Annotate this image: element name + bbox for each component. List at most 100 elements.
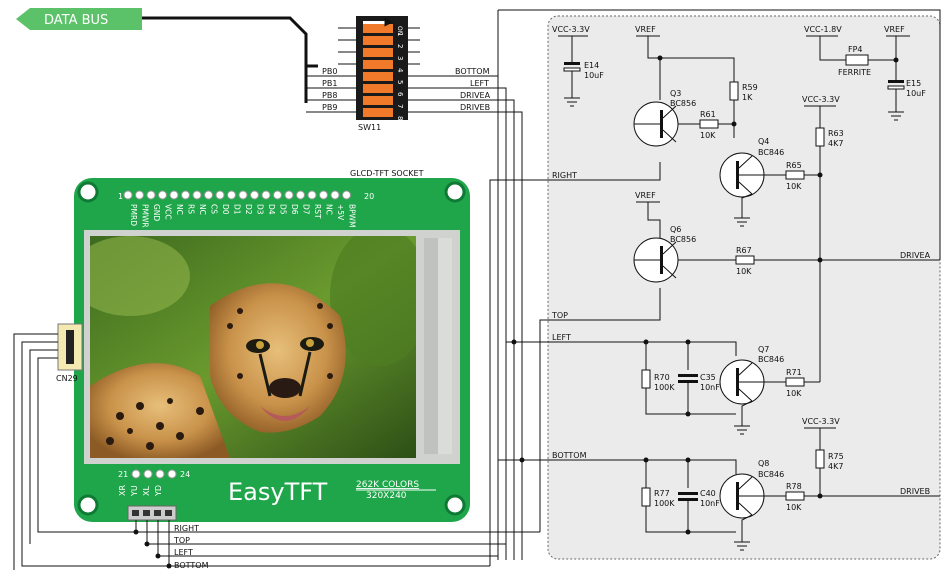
q7-ground <box>734 425 750 435</box>
r67-label: R67 <box>736 246 752 255</box>
pin-pb9: PB9 <box>322 103 337 112</box>
r67-value: 10K <box>736 267 752 276</box>
q4-label: Q4 <box>758 137 769 146</box>
switch-lever-8[interactable] <box>363 108 393 117</box>
r71-value: 10K <box>786 389 802 398</box>
switch-num-5: 5 <box>396 80 404 84</box>
touch-pin-xr: XR <box>118 485 127 496</box>
switch-num-3: 3 <box>396 56 404 60</box>
q3-value: BC856 <box>670 99 696 108</box>
e15-ground <box>888 111 904 121</box>
socket-pin-name-4: VCC <box>164 204 173 220</box>
socket-pin-7 <box>192 190 202 200</box>
net-label-left: LEFT <box>470 79 489 88</box>
q8-emitter <box>741 514 753 542</box>
socket-pin-3 <box>146 190 156 200</box>
schematic-panel <box>547 15 941 560</box>
c35-plate-b <box>678 380 698 383</box>
switch-num-6: 6 <box>396 92 404 97</box>
r70-bottom <box>645 388 736 415</box>
supply-vref-a: VREF <box>635 25 656 34</box>
brand-colors: 262K COLORS <box>356 480 419 490</box>
switch-lever-7[interactable] <box>363 96 393 105</box>
c35-plate-a <box>678 374 698 377</box>
fp4 <box>845 54 869 66</box>
socket-pin-name-20: BPWM <box>348 204 357 228</box>
net-right-label: RIGHT <box>552 171 577 180</box>
cn29-wire-3 <box>29 349 58 544</box>
socket-pin-name-7: NC <box>198 204 207 215</box>
touch-net-top: TOP <box>173 536 190 545</box>
cn29-wire-2 <box>21 341 169 567</box>
r75-label: R75 <box>828 452 844 461</box>
socket-pin-name-8: CS <box>210 204 219 214</box>
r63 <box>815 127 825 147</box>
socket-pin-name-10: D1 <box>233 204 242 215</box>
socket-pin-name-3: GND <box>152 204 161 221</box>
r70-value: 100K <box>654 383 675 392</box>
e14-value: 10uF <box>584 71 604 80</box>
q8-collector <box>688 459 737 474</box>
r65-label: R65 <box>786 161 802 170</box>
q7-emitter <box>741 400 753 426</box>
fp4-label: FP4 <box>848 45 863 54</box>
wire-right <box>489 162 661 566</box>
r59 <box>729 81 739 101</box>
wire-drivea <box>408 99 515 560</box>
cn29-wire-1 <box>13 333 58 570</box>
socket-pin-name-9: D0 <box>221 204 230 215</box>
switch-lever-2[interactable] <box>363 36 393 45</box>
q6-value: BC856 <box>670 235 696 244</box>
wire-drivea-return <box>498 9 941 260</box>
q4-value: BC846 <box>758 148 784 157</box>
socket-pin-name-17: RST <box>313 204 322 219</box>
socket-pin-name-16: D7 <box>302 204 311 215</box>
socket-pin-14 <box>273 190 282 200</box>
socket-pin-name-2: PMWR <box>141 204 150 228</box>
switch-lever-1[interactable] <box>363 24 393 33</box>
supply-vcc33-a: VCC-3.3V <box>552 25 590 34</box>
switch-lever-4[interactable] <box>363 60 393 69</box>
switch-num-8: 8 <box>396 116 404 120</box>
mount-hole-bl <box>77 494 99 516</box>
e15-label: E15 <box>906 79 921 88</box>
q4-ground <box>734 217 750 227</box>
transistor-q7 <box>719 359 765 405</box>
q6-label: Q6 <box>670 225 681 234</box>
socket-pin-name-15: D6 <box>290 204 299 215</box>
switch-lever-6[interactable] <box>363 84 393 93</box>
touch-pin-xl: XL <box>142 486 151 496</box>
socket-pin-1 <box>123 190 133 200</box>
transistor-q4 <box>719 152 765 198</box>
r67 <box>735 255 755 265</box>
q8-ground <box>734 541 750 551</box>
wire-left <box>408 87 507 560</box>
supply-vref-b: VREF <box>884 25 905 34</box>
socket-pin-name-14: D5 <box>279 204 288 215</box>
switch-stubs-upper <box>338 27 356 65</box>
switch-lever-5[interactable] <box>363 72 393 81</box>
wire-driveb <box>408 111 523 560</box>
cn29-wire-4 <box>37 357 136 533</box>
transistor-q3 <box>633 101 679 147</box>
c35-value: 10nF <box>700 383 720 392</box>
r59-label: R59 <box>742 83 758 92</box>
switch-on-label: ON <box>396 26 403 35</box>
supply-vref-c: VREF <box>635 191 656 200</box>
r77-bottom <box>645 506 736 533</box>
data-bus-line <box>142 16 318 68</box>
c35-label: C35 <box>700 373 716 382</box>
switch-lever-3[interactable] <box>363 48 393 57</box>
c40-plate-a <box>678 492 698 495</box>
socket-pin-18 <box>319 190 328 200</box>
connector-cn29 <box>57 323 83 371</box>
r65 <box>785 170 805 180</box>
touch-net-left: LEFT <box>174 548 193 557</box>
vref-rail <box>647 36 735 82</box>
r75-value: 4K7 <box>828 462 843 471</box>
socket-pin-20 <box>342 190 351 200</box>
switch-num-2: 2 <box>396 44 404 48</box>
e14-ground <box>564 97 580 107</box>
net-bottom-label: BOTTOM <box>552 451 587 460</box>
